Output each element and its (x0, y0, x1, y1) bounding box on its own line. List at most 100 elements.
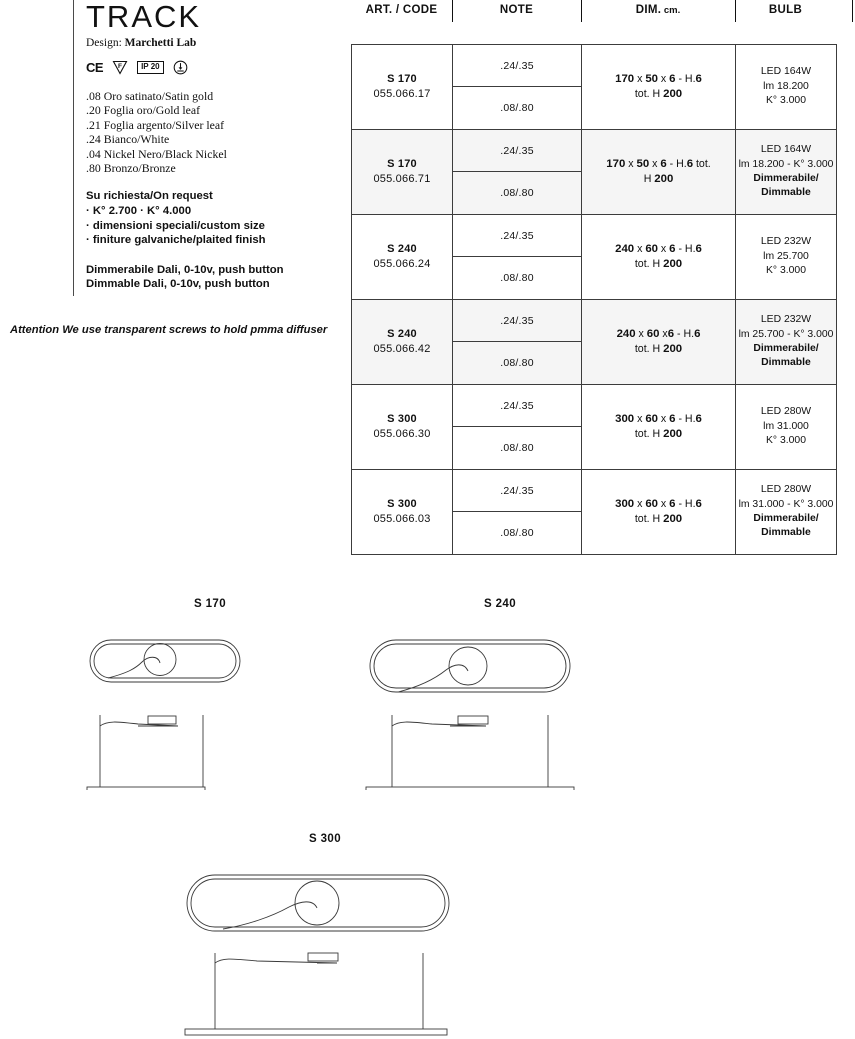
bulb-kelvin: K° 3.000 (766, 435, 806, 447)
technical-drawing-s170: S 170 (60, 598, 360, 790)
dim-line-2: tot. H 200 (634, 343, 683, 355)
finish-item: .21 Foglia argento/Silver leaf (86, 117, 225, 132)
bulb-lumen: lm 18.200 (763, 80, 809, 92)
attention-note: Attention We use transparent screws to h… (10, 324, 328, 336)
column-header-code: ART. / CODE (365, 4, 438, 16)
dimming-info-block: Dimmerabile Dali, 0-10v, push button Dim… (86, 263, 348, 292)
bulb-kelvin: K° 3.000 (766, 265, 806, 277)
note-value: .24/.35 (453, 45, 581, 87)
technical-drawing-s240: S 240 (350, 598, 650, 790)
finish-item: .24 Bianco/White (86, 132, 170, 147)
header-tick (735, 0, 736, 22)
column-header-note: NOTE (499, 4, 534, 16)
designer-line: Design: Marchetti Lab (86, 37, 348, 49)
product-info-block: TRACK Design: Marchetti Lab CE F IP 20 (0, 0, 350, 350)
dim-line-1: 170 x 50 x 6 - H.6 tot. (606, 158, 711, 170)
column-header-dim: DIM. cm. (635, 4, 681, 16)
finish-item: .80 Bronzo/Bronze (86, 161, 176, 176)
ip-rating-icon: IP 20 (137, 61, 164, 74)
table-row: S 300 055.066.03 .24/.35 .08/.80 300 x 6… (351, 469, 837, 555)
spec-table-grid: S 170 055.066.17 .24/.35 .08/.80 170 x 5… (351, 44, 837, 555)
cell-article-code: S 240 055.066.42 (351, 299, 453, 385)
bulb-power: LED 232W (760, 314, 812, 326)
column-header-bulb: BULB (768, 4, 803, 16)
cell-note: .24/.35 .08/.80 (452, 44, 582, 130)
dim-line-2: H 200 (643, 173, 674, 185)
note-value: .24/.35 (453, 300, 581, 342)
finish-item: .20 Foglia oro/Gold leaf (86, 103, 201, 118)
cell-dimensions: 240 x 60 x 6 - H.6 tot. H 200 (581, 214, 736, 300)
bulb-lumen: lm 31.000 - K° 3.000 (738, 498, 834, 510)
bulb-dimmable-en: Dimmable (761, 527, 811, 539)
cell-bulb: LED 232W lm 25.700 - K° 3.000 Dimmerabil… (735, 299, 837, 385)
cell-note: .24/.35 .08/.80 (452, 129, 582, 215)
note-value: .08/.80 (500, 187, 534, 199)
vertical-divider-rule (73, 0, 74, 296)
cell-note: .24/.35 .08/.80 (452, 214, 582, 300)
bulb-dimmable-it: Dimmerabile/ (753, 513, 819, 524)
bulb-kelvin: K° 3.000 (766, 95, 806, 107)
on-request-heading: Su richiesta/On request (86, 190, 213, 203)
drawing-label: S 240 (483, 598, 517, 610)
bulb-dimmable-it: Dimmerabile/ (753, 343, 819, 354)
bulb-lumen: lm 31.000 (763, 420, 809, 432)
bulb-lumen: lm 25.700 - K° 3.000 (738, 328, 834, 340)
bulb-lumen: lm 25.700 (763, 250, 809, 262)
note-value: .24/.35 (453, 215, 581, 257)
table-row: S 170 055.066.71 .24/.35 .08/.80 170 x 5… (351, 129, 837, 215)
bulb-dimmable-it: Dimmerabile/ (753, 173, 819, 184)
table-row: S 300 055.066.30 .24/.35 .08/.80 300 x 6… (351, 384, 837, 470)
finish-item: .08 Oro satinato/Satin gold (86, 89, 214, 103)
cell-bulb: LED 232W lm 25.700 K° 3.000 (735, 214, 837, 300)
cell-dimensions: 170 x 50 x 6 - H.6 tot. H 200 (581, 44, 736, 130)
designer-name: Marchetti Lab (124, 37, 197, 49)
cell-article-code: S 170 055.066.71 (351, 129, 453, 215)
drawing-label: S 300 (308, 833, 342, 845)
on-request-item: · dimensioni speciali/custom size (86, 219, 265, 232)
note-value: .08/.80 (500, 527, 534, 539)
on-request-item: · finiture galvaniche/plaited finish (86, 234, 266, 247)
drawing-svg-s300 (184, 874, 450, 1036)
bulb-dimmable-en: Dimmable (761, 357, 811, 369)
note-value: .08/.80 (500, 102, 534, 114)
dim-line-2: tot. H 200 (634, 428, 683, 440)
cell-dimensions: 300 x 60 x 6 - H.6 tot. H 200 (581, 384, 736, 470)
table-row: S 170 055.066.17 .24/.35 .08/.80 170 x 5… (351, 44, 837, 130)
dim-line-1: 170 x 50 x 6 - H.6 (615, 73, 702, 85)
finish-options-list: .08 Oro satinato/Satin gold .20 Foglia o… (86, 89, 348, 175)
cell-bulb: LED 280W lm 31.000 K° 3.000 (735, 384, 837, 470)
cell-note: .24/.35 .08/.80 (452, 469, 582, 555)
cell-dimensions: 170 x 50 x 6 - H.6 tot. H 200 (581, 129, 736, 215)
table-row: S 240 055.066.24 .24/.35 .08/.80 240 x 6… (351, 214, 837, 300)
dimming-line-it: Dimmerabile Dali, 0-10v, push button (86, 263, 284, 276)
cell-bulb: LED 164W lm 18.200 K° 3.000 (735, 44, 837, 130)
cell-article-code: S 300 055.066.30 (351, 384, 453, 470)
note-value: .08/.80 (500, 442, 534, 454)
note-value: .24/.35 (453, 385, 581, 427)
bulb-power: LED 280W (760, 484, 812, 496)
note-value: .08/.80 (500, 357, 534, 369)
on-request-block: Su richiesta/On request · K° 2.700 · K° … (86, 189, 348, 247)
note-value: .24/.35 (453, 130, 581, 172)
design-label: Design: (86, 37, 122, 49)
bulb-power: LED 232W (760, 236, 812, 248)
specification-table: ART. / CODE NOTE DIM. cm. BULB S 170 055… (351, 0, 855, 555)
dim-line-1: 300 x 60 x 6 - H.6 (615, 413, 702, 425)
cell-article-code: S 170 055.066.17 (351, 44, 453, 130)
ce-mark-icon: CE (86, 60, 104, 75)
table-header-row: ART. / CODE NOTE DIM. cm. BULB (351, 0, 855, 44)
drawing-svg-s170 (86, 639, 241, 790)
bulb-lumen: lm 18.200 - K° 3.000 (738, 158, 834, 170)
technical-drawing-s300: S 300 (165, 833, 485, 1037)
cell-note: .24/.35 .08/.80 (452, 384, 582, 470)
on-request-item: · K° 2.700 · K° 4.000 (86, 205, 192, 218)
cell-dimensions: 240 x 60 x6 - H.6 tot. H 200 (581, 299, 736, 385)
note-value: .08/.80 (500, 272, 534, 284)
bulb-dimmable-en: Dimmable (761, 187, 811, 199)
dimming-line-en: Dimmable Dali, 0-10v, push button (86, 278, 270, 291)
bulb-power: LED 164W (760, 66, 812, 78)
drawing-label: S 170 (193, 598, 227, 610)
table-row: S 240 055.066.42 .24/.35 .08/.80 240 x 6… (351, 299, 837, 385)
dim-line-1: 300 x 60 x 6 - H.6 (615, 498, 702, 510)
cell-dimensions: 300 x 60 x 6 - H.6 tot. H 200 (581, 469, 736, 555)
